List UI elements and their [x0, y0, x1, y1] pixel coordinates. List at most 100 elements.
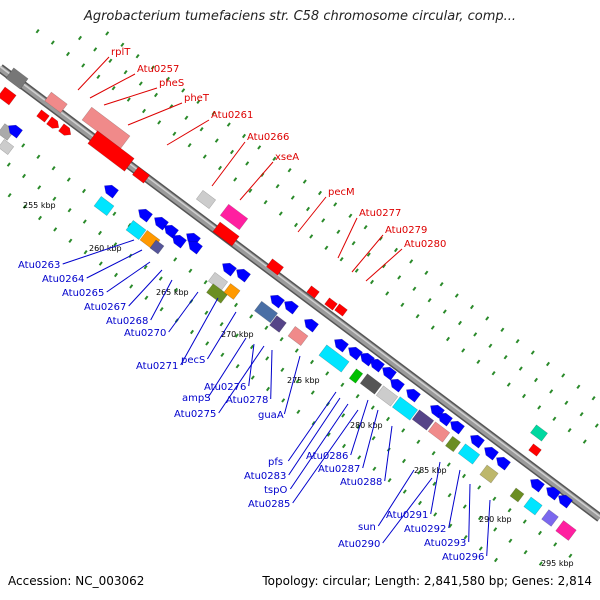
tick-mark — [248, 188, 253, 193]
tick-mark — [235, 364, 240, 369]
gene-arrow-blue — [188, 240, 203, 255]
gene-arrow-blue — [546, 486, 561, 501]
scale-label: 280 kbp — [350, 421, 383, 430]
gene-label-reverse: Atu0285 — [248, 499, 290, 510]
tick-mark — [226, 122, 231, 127]
tick-mark — [416, 439, 421, 444]
tick-mark — [205, 341, 210, 346]
leader-line — [430, 461, 441, 515]
tick-mark — [141, 108, 147, 114]
tick-mark — [96, 74, 101, 79]
gene-arrow-blue — [284, 300, 299, 315]
gene-arrow-blue — [370, 358, 385, 373]
tick-mark — [150, 65, 155, 70]
gene-arrow-blue-shape — [546, 486, 561, 501]
leader-line — [86, 249, 143, 279]
gene-arrow-blue-shape — [450, 420, 465, 435]
leader-line — [337, 217, 358, 259]
tick-mark — [6, 162, 11, 167]
tick-mark — [393, 247, 399, 253]
tick-mark — [157, 120, 162, 125]
tick-mark — [295, 379, 300, 384]
tick-mark — [427, 298, 432, 303]
tick-mark — [400, 302, 405, 307]
leader-line — [297, 196, 327, 233]
leader-line — [166, 119, 210, 146]
tick-mark — [351, 241, 356, 246]
tick-mark — [446, 462, 451, 467]
tick-mark — [302, 179, 307, 184]
gene-label-reverse: Atu0264 — [42, 274, 84, 285]
gene-block-cyan — [391, 396, 419, 421]
tick-mark — [279, 337, 284, 342]
leader-line — [468, 483, 471, 543]
tick-mark — [492, 496, 497, 501]
tick-mark — [296, 409, 301, 414]
tick-mark — [265, 356, 270, 361]
gene-label-forward: pecM — [328, 187, 355, 198]
tick-mark — [184, 115, 189, 120]
gene-label-forward: pheS — [159, 78, 184, 89]
tick-mark — [473, 332, 478, 337]
tick-mark — [561, 373, 566, 378]
leader-line — [270, 349, 273, 400]
gene-label-reverse: Atu0286 — [306, 451, 348, 462]
tick-mark — [518, 366, 523, 371]
tick-mark — [245, 161, 250, 166]
tick-mark — [173, 287, 179, 293]
tick-mark — [172, 131, 177, 136]
tick-mark — [433, 512, 438, 517]
gene-arrow-blue-shape — [270, 294, 285, 309]
gene-arrow-red-shape — [46, 116, 60, 129]
gene-arrow-red — [36, 109, 50, 123]
scale-label: 295 kbp — [541, 559, 574, 568]
tick-mark — [51, 166, 56, 171]
tick-mark — [333, 202, 338, 207]
gene-label-reverse: Atu0275 — [174, 409, 216, 420]
gene-arrow-blue-shape — [390, 378, 405, 393]
tick-mark — [220, 352, 225, 357]
tick-mark — [310, 390, 315, 395]
tick-mark — [97, 230, 103, 236]
gene-block-cyan — [457, 443, 481, 465]
tick-mark — [461, 348, 466, 353]
scale-label: 260 kbp — [89, 244, 122, 253]
gene-label-reverse: pfs — [268, 457, 283, 468]
tick-mark — [68, 238, 73, 243]
tick-mark — [545, 361, 551, 367]
gene-arrow-blue-shape — [370, 358, 385, 373]
gene-label-reverse: Atu0276 — [204, 382, 246, 393]
tick-mark — [369, 279, 375, 285]
gene-block-gray — [0, 139, 15, 155]
tick-mark — [397, 275, 402, 280]
tick-mark — [21, 143, 26, 148]
tick-mark — [447, 493, 452, 498]
tick-mark — [348, 213, 353, 218]
gene-arrow-blue-shape — [530, 478, 545, 493]
tick-mark — [461, 473, 467, 479]
tick-mark — [203, 280, 208, 285]
gene-label-forward: pheT — [184, 93, 210, 104]
tick-mark — [341, 413, 346, 418]
scale-label: 270 kbp — [221, 330, 254, 339]
tick-mark — [293, 222, 299, 228]
gene-label-forward: rplT — [111, 47, 131, 58]
tick-mark — [493, 557, 499, 563]
gene-block-gray — [195, 189, 217, 210]
gene-label-reverse: Atu0287 — [318, 464, 360, 475]
tick-mark — [523, 550, 528, 555]
tick-mark — [65, 51, 71, 57]
tick-mark — [325, 371, 330, 376]
gene-arrow-blue — [172, 234, 187, 249]
tick-mark — [417, 500, 423, 506]
tick-mark — [491, 371, 496, 376]
tick-mark — [249, 314, 254, 319]
tick-mark — [112, 211, 117, 216]
tick-mark — [387, 478, 392, 483]
gene-block-gray — [359, 373, 383, 395]
gene-arrow-blue — [382, 366, 397, 381]
tick-mark — [287, 168, 292, 173]
gene-block-red — [212, 221, 240, 247]
tick-mark — [196, 99, 201, 104]
